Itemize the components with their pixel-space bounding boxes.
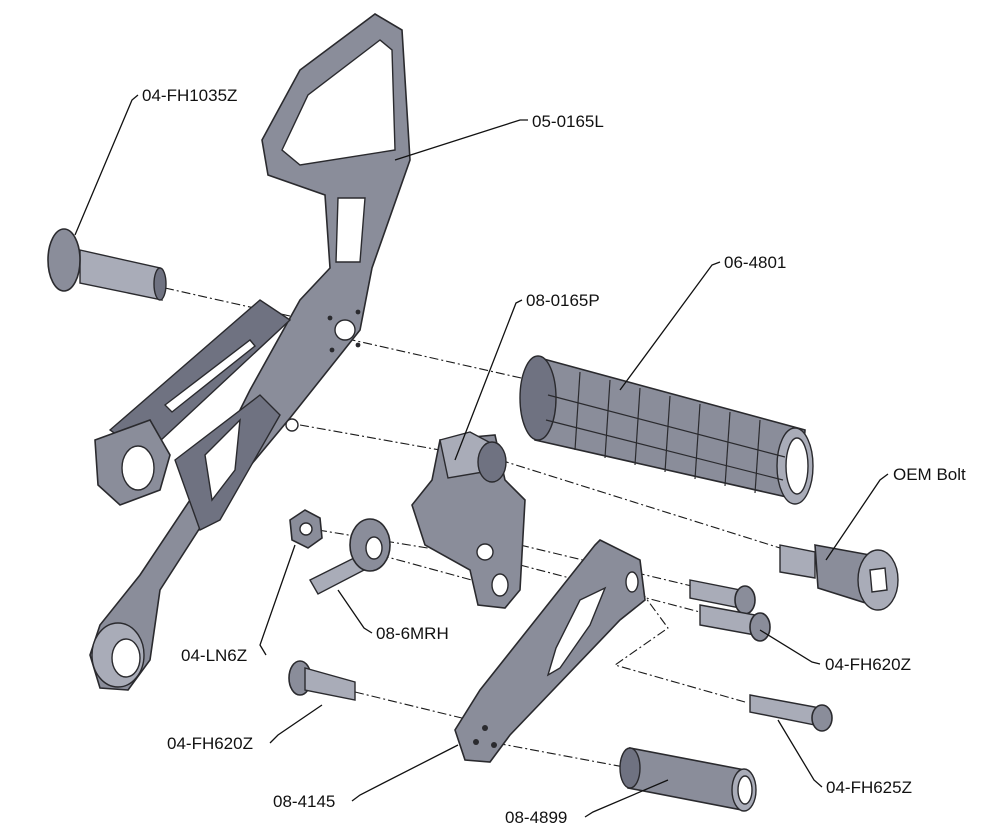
- label-fh620z-left: 04-FH620Z: [167, 734, 253, 753]
- label-mrh: 08-6MRH: [376, 624, 449, 643]
- leader-lines: [74, 94, 889, 818]
- spacer-part: [619, 747, 757, 812]
- label-arm: 08-4145: [273, 792, 335, 811]
- label-bracket: 05-0165L: [532, 112, 604, 131]
- label-oem-bolt: OEM Bolt: [893, 465, 966, 484]
- fh620z-right-bolts-part: [689, 579, 771, 642]
- label-fh625z: 04-FH625Z: [826, 778, 912, 797]
- pivot-block-part: [411, 431, 526, 609]
- label-ln6z: 04-LN6Z: [181, 646, 247, 665]
- label-spacer: 08-4899: [505, 808, 567, 827]
- ln6z-nut-part: [289, 509, 323, 549]
- label-pivot: 08-0165P: [526, 291, 600, 310]
- label-fh1035z: 04-FH1035Z: [142, 86, 237, 105]
- fh620z-left-bolt-part: [288, 660, 356, 701]
- part-labels: 04-FH1035Z 05-0165L 06-4801 08-0165P OEM…: [142, 86, 966, 827]
- shift-arm-part: [454, 539, 646, 763]
- bracket-part: [89, 13, 411, 691]
- fh1035z-bolt-part: [47, 228, 167, 301]
- oem-bolt-part: [779, 544, 899, 611]
- grip-part: [519, 355, 814, 505]
- label-fh620z-right: 04-FH620Z: [825, 655, 911, 674]
- mrh-rod-end-part: [309, 518, 391, 595]
- fh625z-bolt-part: [749, 694, 833, 732]
- label-grip: 06-4801: [724, 253, 786, 272]
